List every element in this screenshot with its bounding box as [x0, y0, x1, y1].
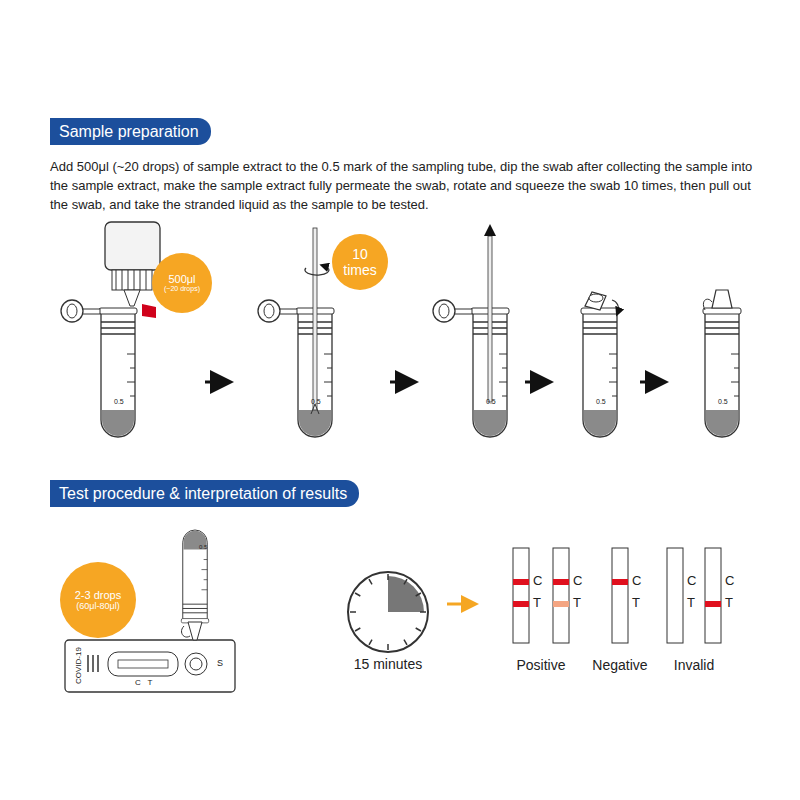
section-heading: Test procedure & interpretation of resul…: [50, 480, 359, 507]
line-mark: T: [725, 596, 733, 611]
result-label: Positive: [516, 657, 565, 673]
callout-text: (60μl-80μl): [76, 601, 119, 611]
section-heading: Sample preparation: [50, 118, 211, 145]
cassette-mark: T: [148, 678, 153, 687]
line-mark: C: [632, 574, 641, 589]
line-mark: T: [573, 596, 581, 611]
heading-text: Sample preparation: [59, 122, 199, 141]
callout-bubble: 500μl(~20 drops): [152, 253, 212, 313]
line-mark: T: [687, 596, 695, 611]
scale-mark: 0.5: [486, 398, 496, 406]
cassette-mark: C: [135, 678, 141, 687]
callout-text: (~20 drops): [164, 285, 200, 293]
line-mark: T: [632, 596, 640, 611]
scale-mark: 0.5: [596, 398, 606, 406]
callout-text: 500μl: [168, 273, 195, 286]
cassette-mark: S: [217, 658, 223, 668]
scale-mark: 0.5: [114, 398, 124, 406]
line-mark: C: [725, 574, 734, 589]
heading-text: Test procedure & interpretation of resul…: [59, 484, 347, 503]
instruction-text: Add 500μl (~20 drops) of sample extract …: [50, 157, 762, 214]
result-label: Negative: [592, 657, 647, 673]
scale-mark: 0.5: [718, 398, 728, 406]
time-label: 15 minutes: [354, 656, 422, 672]
line-mark: C: [687, 574, 696, 589]
result-label: Invalid: [674, 657, 714, 673]
scale-mark: 0.5: [199, 544, 207, 551]
callout-text: 10 times: [343, 246, 378, 278]
line-mark: T: [533, 596, 541, 611]
line-mark: C: [573, 574, 582, 589]
cassette-label: COVID-19: [73, 648, 82, 685]
line-mark: C: [533, 574, 542, 589]
scale-mark: 0.5: [311, 398, 321, 406]
callout-text: 2-3 drops: [75, 589, 121, 602]
callout-bubble: 2-3 drops(60μl-80μl): [60, 562, 136, 638]
callout-bubble: 10 times: [332, 234, 388, 290]
